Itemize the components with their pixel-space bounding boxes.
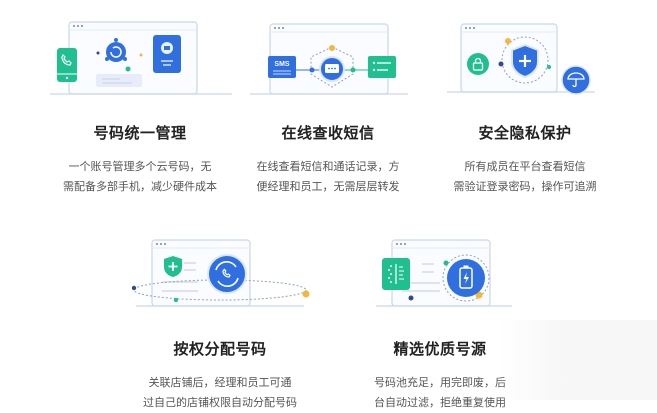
feature-card-privacy: 安全隐私保护 所有成员在平台查看短信 需验证登录密码，操作可追溯 bbox=[425, 12, 625, 197]
svg-text:SMS: SMS bbox=[274, 61, 290, 68]
umbrella-icon bbox=[561, 65, 591, 95]
phone-icon bbox=[57, 48, 77, 82]
battery-charge-icon bbox=[447, 259, 485, 297]
shield-plus-icon bbox=[511, 43, 539, 79]
feature-title: 号码统一管理 bbox=[93, 124, 187, 142]
illustration-number-management bbox=[40, 12, 240, 104]
phone-sync-icon bbox=[207, 254, 247, 294]
filter-icon bbox=[382, 258, 410, 290]
illustration-permission-assign bbox=[120, 228, 320, 320]
feature-title: 在线查收短信 bbox=[281, 124, 375, 142]
feature-description: 关联店铺后，经理和员工可通 过自己的店铺权限自动分配号码 bbox=[143, 376, 297, 409]
feature-description: 在线查看短信和通话记录，方 便经理和员工，无需层层转发 bbox=[256, 160, 400, 193]
folder-icon bbox=[153, 35, 181, 73]
feature-title: 按权分配号码 bbox=[173, 340, 267, 358]
list-icon bbox=[368, 56, 396, 78]
feature-card-online-sms: SMS 在线查收短信 在线查看短信和通话记录，方 便经理和员工，无需层层转发 bbox=[228, 12, 428, 197]
illustration-online-sms: SMS bbox=[228, 12, 428, 104]
sms-icon: SMS bbox=[268, 56, 296, 78]
feature-card-permission-assign: 按权分配号码 关联店铺后，经理和员工可通 过自己的店铺权限自动分配号码 bbox=[120, 228, 320, 413]
lock-icon bbox=[467, 53, 489, 75]
feature-card-number-management: 号码统一管理 一个账号管理多个云号码，无 需配备多部手机，减少硬件成本 bbox=[40, 12, 240, 197]
chat-bubble-icon bbox=[319, 56, 345, 82]
watermark-overlay bbox=[497, 320, 657, 400]
feature-title: 安全隐私保护 bbox=[478, 124, 572, 142]
feature-description: 所有成员在平台查看短信 需验证登录密码，操作可追溯 bbox=[453, 160, 597, 193]
illustration-privacy bbox=[425, 12, 625, 104]
sync-hub-icon bbox=[105, 38, 127, 62]
feature-title: 精选优质号源 bbox=[393, 340, 487, 358]
shield-plus-icon bbox=[164, 256, 182, 277]
feature-card-quality-source: 精选优质号源 号码池充足，用完即废，后 台自动过滤，拒绝重复使用 bbox=[340, 228, 540, 413]
illustration-quality-source bbox=[340, 228, 540, 320]
feature-description: 一个账号管理多个云号码，无 需配备多部手机，减少硬件成本 bbox=[63, 160, 217, 193]
